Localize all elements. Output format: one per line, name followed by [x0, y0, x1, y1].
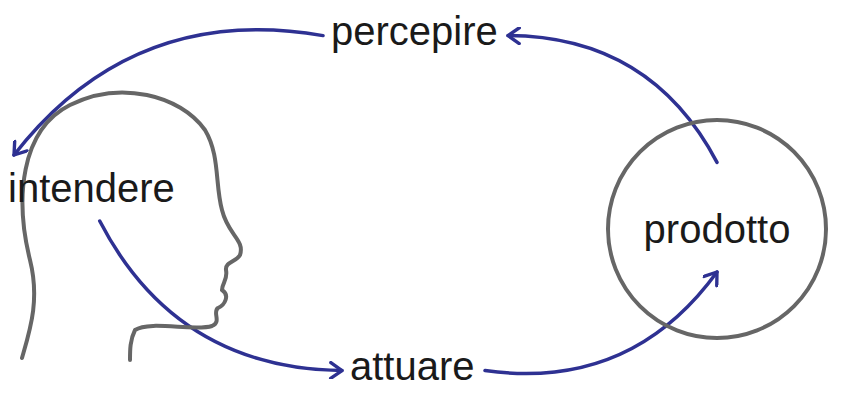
cycle-arrow: [485, 272, 717, 374]
head-line: [22, 93, 241, 360]
cycle-arrow: [508, 36, 717, 163]
head-profile: [0, 80, 260, 370]
node-label: percepire: [331, 8, 500, 54]
cycle-arrow: [14, 30, 323, 155]
step-label: percepire: [331, 8, 500, 54]
cycle-arrow: [100, 221, 342, 371]
step-label: attuare: [350, 343, 477, 389]
head-outline: intendere: [0, 80, 260, 370]
node-label: prodotto: [644, 206, 791, 252]
node-label: intendere: [8, 165, 175, 211]
node-label: attuare: [350, 343, 477, 389]
product-circle: prodotto: [606, 118, 828, 340]
